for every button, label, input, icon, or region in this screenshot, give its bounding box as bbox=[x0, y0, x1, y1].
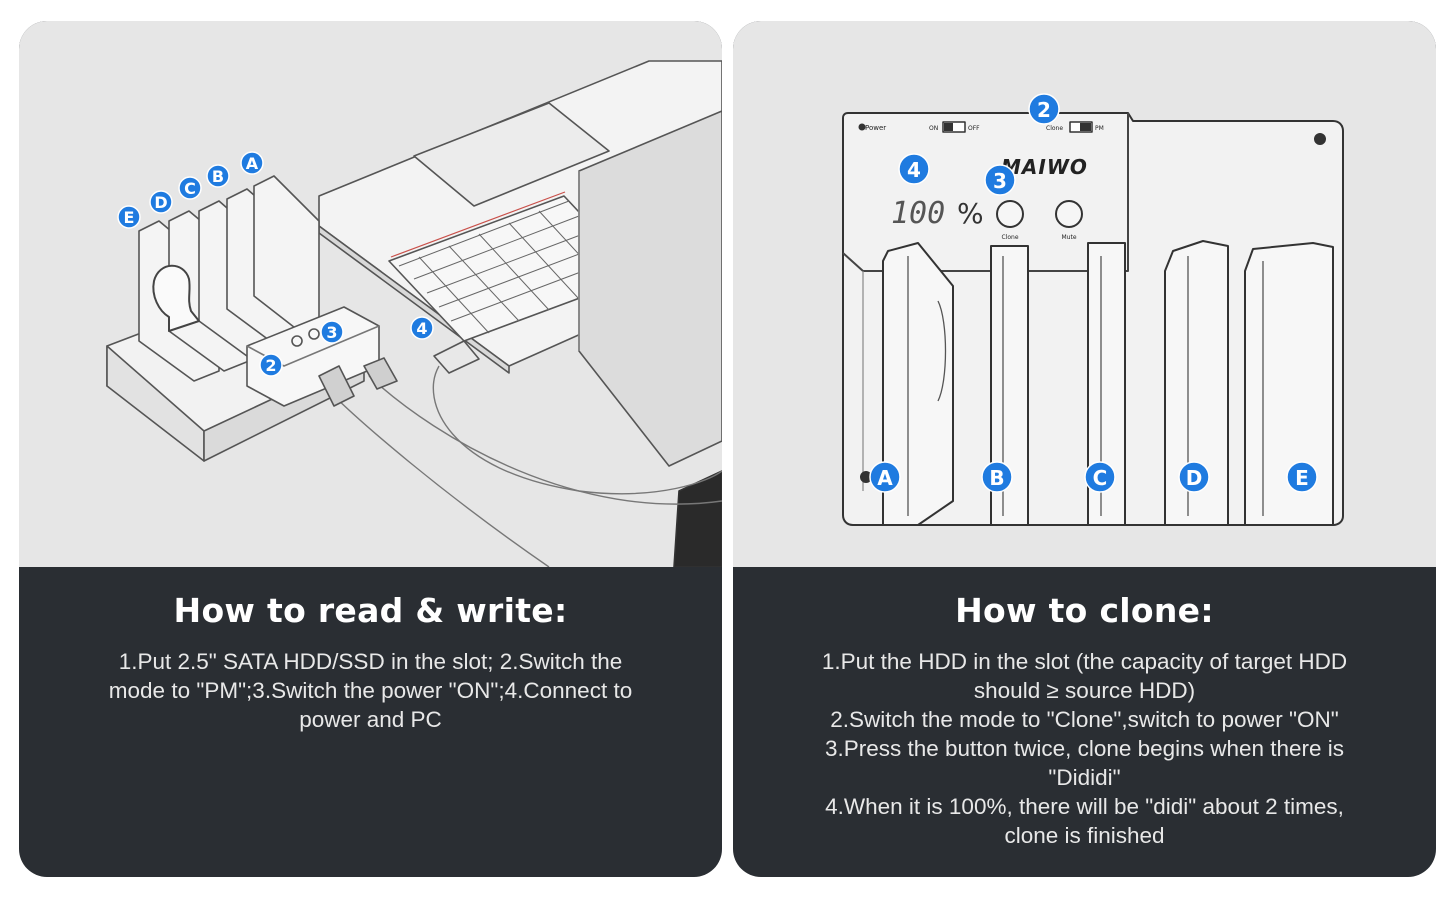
step-line: 3.Press the button twice, clone begins w… bbox=[824, 736, 1345, 761]
step-line: clone is finished bbox=[1004, 823, 1165, 848]
svg-text:B: B bbox=[212, 167, 224, 186]
svg-text:3: 3 bbox=[993, 169, 1007, 193]
on-label: ON bbox=[929, 125, 938, 132]
marker-e: E bbox=[117, 205, 141, 229]
clone-button-label: Clone bbox=[1001, 234, 1018, 241]
svg-text:C: C bbox=[184, 179, 196, 198]
off-label: OFF bbox=[968, 125, 980, 132]
clone-title: How to clone: bbox=[955, 591, 1214, 630]
svg-text:3: 3 bbox=[326, 323, 337, 342]
marker-c: C bbox=[1084, 461, 1116, 493]
svg-text:C: C bbox=[1093, 466, 1108, 490]
marker-e: E bbox=[1286, 461, 1318, 493]
svg-text:E: E bbox=[1295, 466, 1309, 490]
svg-text:2: 2 bbox=[1037, 98, 1051, 122]
step-line: 2.Switch the mode to "Clone",switch to p… bbox=[830, 707, 1339, 732]
step-line: should ≥ source HDD) bbox=[973, 678, 1196, 703]
marker-a: A bbox=[869, 461, 901, 493]
svg-text:B: B bbox=[989, 466, 1004, 490]
brand-logo: MAIWO bbox=[1001, 155, 1088, 179]
read-write-panel: A B C D E bbox=[19, 21, 722, 877]
step-line: 1.Put the HDD in the slot (the capacity … bbox=[821, 649, 1348, 674]
read-write-caption: How to read & write: 1.Put 2.5" SATA HDD… bbox=[19, 567, 722, 877]
marker-a: A bbox=[240, 151, 264, 175]
svg-text:4: 4 bbox=[416, 319, 427, 338]
step-line: 4.When it is 100%, there will be "didi" … bbox=[825, 794, 1344, 819]
percent-sign: % bbox=[957, 197, 984, 230]
clone-switch-label: Clone bbox=[1046, 125, 1063, 132]
svg-text:2: 2 bbox=[265, 356, 276, 375]
marker-d: D bbox=[1178, 461, 1210, 493]
marker-3: 3 bbox=[984, 164, 1016, 196]
marker-b: B bbox=[206, 164, 230, 188]
marker-c: C bbox=[178, 176, 202, 200]
step-line: "Dididi" bbox=[1048, 765, 1121, 790]
marker-b: B bbox=[981, 461, 1013, 493]
marker-d: D bbox=[149, 190, 173, 214]
read-write-title: How to read & write: bbox=[173, 591, 568, 630]
step-line: power and PC bbox=[299, 707, 442, 732]
svg-text:A: A bbox=[877, 466, 893, 490]
pm-label: PM bbox=[1095, 125, 1104, 132]
svg-text:D: D bbox=[154, 193, 167, 212]
step-line: mode to "PM";3.Switch the power "ON";4.C… bbox=[108, 678, 633, 703]
marker-4: 4 bbox=[898, 153, 930, 185]
marker-4: 4 bbox=[410, 316, 434, 340]
percent-display: 100 bbox=[891, 196, 945, 231]
read-write-illustration: A B C D E bbox=[19, 21, 722, 567]
mute-button-label: Mute bbox=[1061, 234, 1076, 241]
svg-text:A: A bbox=[246, 154, 259, 173]
clone-illustration: Power ON OFF Clone PM MAIWO 100 % Clone … bbox=[733, 21, 1436, 567]
clone-steps: 1.Put the HDD in the slot (the capacity … bbox=[733, 647, 1436, 850]
step-line: 1.Put 2.5" SATA HDD/SSD in the slot; 2.S… bbox=[118, 649, 623, 674]
clone-panel: Power ON OFF Clone PM MAIWO 100 % Clone … bbox=[733, 21, 1436, 877]
svg-text:D: D bbox=[1186, 466, 1203, 490]
svg-text:4: 4 bbox=[907, 158, 921, 182]
read-write-steps: 1.Put 2.5" SATA HDD/SSD in the slot; 2.S… bbox=[19, 647, 722, 734]
svg-text:E: E bbox=[124, 208, 135, 227]
marker-3: 3 bbox=[320, 320, 344, 344]
marker-2: 2 bbox=[259, 353, 283, 377]
marker-2: 2 bbox=[1028, 93, 1060, 125]
power-label: Power bbox=[865, 124, 886, 132]
clone-caption: How to clone: 1.Put the HDD in the slot … bbox=[733, 567, 1436, 877]
